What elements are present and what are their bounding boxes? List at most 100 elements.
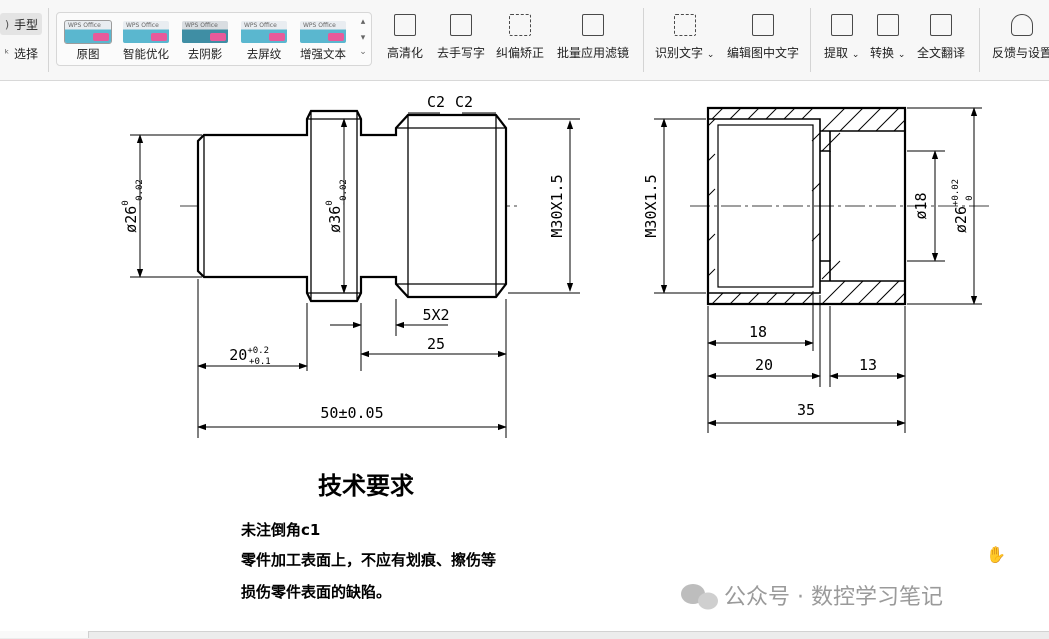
notes-line: 零件加工表面上，不应有划痕、擦伤等 — [240, 551, 496, 569]
tol-lower: +0.1 — [249, 357, 271, 367]
filter-thumbnail: WPS Office — [300, 21, 346, 43]
chamfer-label: C2 — [427, 93, 445, 111]
convert-icon — [876, 14, 899, 36]
toolbar-divider — [48, 8, 49, 72]
thumb-brand-text: WPS Office — [244, 22, 277, 29]
tool-label-text: 转换 — [870, 46, 895, 60]
scroll-up-icon[interactable]: ▴ — [360, 17, 366, 27]
filter-panel: WPS Office 原图 WPS Office 智能优化 WPS Office… — [56, 12, 372, 66]
tool-label: 去手写字 — [437, 46, 486, 60]
engineering-drawing[interactable]: ø260-0.02 ø360-0.02 M30X1.5 C2 C2 5X2 20… — [0, 81, 1049, 631]
dim-dia36-label: ø360-0.02 — [325, 179, 349, 233]
filter-original[interactable]: WPS Office 原图 — [64, 20, 112, 62]
hand-icon: ) — [4, 17, 10, 31]
tool-label-text: 提取 — [824, 46, 849, 60]
edit-image-text-button[interactable]: 编辑图中文字 — [727, 14, 799, 61]
sleeve-inner-lines — [708, 118, 905, 294]
chamfer-label: C2 — [455, 93, 473, 111]
dim-len50-label: 50±0.05 — [320, 404, 383, 422]
scroll-down-icon[interactable]: ▾ — [360, 33, 366, 43]
tol-lower: -0.02 — [135, 179, 145, 206]
filter-thumbnail: WPS Office — [123, 21, 169, 43]
tool-label: 识别文字 ⌄ — [655, 44, 714, 61]
shaft-view — [130, 109, 580, 438]
remove-handwriting-button[interactable]: 去手写字 — [437, 14, 485, 61]
page-tab-edge — [0, 631, 89, 638]
cursor-icon: ᵏ — [4, 46, 10, 60]
dim-dia18-label: ø18 — [912, 192, 930, 219]
toolbar-divider — [810, 8, 811, 72]
filter-remove-moire[interactable]: WPS Office 去屏纹 — [240, 21, 288, 62]
tool-label: 转换 ⌄ — [870, 44, 905, 61]
shaft-labels: ø260-0.02 ø360-0.02 M30X1.5 C2 C2 5X2 20… — [121, 93, 566, 422]
filter-label: 原图 — [76, 47, 100, 61]
select-mode-button[interactable]: ᵏ 选择 — [0, 44, 42, 62]
filter-label: 去屏纹 — [246, 47, 282, 61]
image-toolbar: ) 手型 ᵏ 选择 WPS Office 原图 WPS Office 智能优化 … — [0, 0, 1049, 81]
tool-label: 全文翻译 — [917, 46, 966, 60]
hd-button[interactable]: 高清化 — [387, 14, 423, 61]
tool-label: 批量应用滤镜 — [557, 46, 630, 60]
thumb-brand-text: WPS Office — [303, 22, 336, 29]
dim-text: ø26 — [952, 206, 970, 233]
notes-line: 损伤零件表面的缺陷。 — [241, 583, 391, 601]
recognize-text-button[interactable]: 识别文字 ⌄ — [655, 14, 714, 61]
hd-icon — [394, 14, 416, 36]
watermark: 公众号 · 数控学习笔记 — [681, 584, 943, 610]
thumb-brand-text: WPS Office — [68, 22, 101, 29]
dim-thread-label: M30X1.5 — [548, 174, 566, 237]
deskew-button[interactable]: 纠偏矫正 — [496, 14, 544, 61]
sleeve-section-view — [654, 106, 990, 433]
dim-thread-label: M30X1.5 — [642, 174, 660, 237]
filter-label: 增强文本 — [300, 47, 346, 61]
notes-line: 未注倒角c1 — [240, 521, 320, 539]
tool-label-text: 识别文字 — [655, 46, 704, 60]
tool-label: 提取 ⌄ — [824, 44, 859, 61]
dim-len20-label: 20 — [755, 356, 773, 374]
batch-filter-button[interactable]: 批量应用滤镜 — [557, 14, 629, 61]
filter-remove-shadow[interactable]: WPS Office 去阴影 — [181, 21, 229, 62]
convert-button[interactable]: 转换 ⌄ — [870, 14, 905, 61]
dim-len13-label: 13 — [859, 356, 877, 374]
translate-icon — [930, 14, 952, 36]
text-recognize-icon — [673, 14, 696, 36]
watermark-text: 公众号 · 数控学习笔记 — [724, 585, 943, 610]
extract-icon — [830, 14, 853, 36]
technical-notes: 技术要求 未注倒角c1 零件加工表面上，不应有划痕、擦伤等 损伤零件表面的缺陷。 — [240, 472, 496, 601]
extract-button[interactable]: 提取 ⌄ — [824, 14, 859, 61]
tol-lower: 0 — [965, 195, 975, 200]
section-hatching — [707, 107, 906, 305]
tol-upper: 0 — [325, 200, 335, 205]
filter-thumbnail: WPS Office — [241, 21, 287, 43]
crop-corners-icon — [509, 14, 531, 36]
dim-text: ø36 — [326, 206, 344, 233]
hand-cursor-icon: ✋ — [986, 545, 1006, 564]
dim-text: ø26 — [122, 206, 140, 233]
filter-enhance-text[interactable]: WPS Office 增强文本 — [299, 21, 347, 62]
shaft-inner-lines — [203, 111, 506, 301]
translate-button[interactable]: 全文翻译 — [917, 14, 965, 61]
feedback-settings-button[interactable]: 反馈与设置 — [992, 14, 1049, 61]
status-bar — [0, 631, 1049, 639]
hand-mode-label: 手型 — [14, 17, 39, 32]
tool-label: 高清化 — [387, 46, 424, 60]
shaft-outline — [196, 109, 508, 303]
dimension-lines — [136, 118, 574, 431]
select-mode-label: 选择 — [14, 46, 39, 61]
dim-dia26-label: ø260 -0.02 — [121, 179, 145, 233]
edit-image-icon — [752, 14, 774, 36]
expand-panel-icon[interactable]: ⌄ — [359, 47, 367, 57]
hand-mode-button[interactable]: ) 手型 — [0, 13, 42, 35]
filter-label: 去阴影 — [187, 47, 223, 61]
dim-text: 20 — [229, 346, 247, 364]
tool-label: 编辑图中文字 — [727, 46, 800, 60]
filter-smart-optimize[interactable]: WPS Office 智能优化 — [122, 21, 170, 62]
filter-thumbnail: WPS Office — [182, 21, 228, 43]
thumb-brand-text: WPS Office — [185, 22, 218, 29]
dropdown-chevron-icon: ⌄ — [897, 50, 906, 60]
dim-len20-label: 20+0.2+0.1 — [229, 346, 270, 367]
tol-upper: 0 — [121, 200, 131, 205]
notes-title: 技术要求 — [318, 472, 414, 500]
